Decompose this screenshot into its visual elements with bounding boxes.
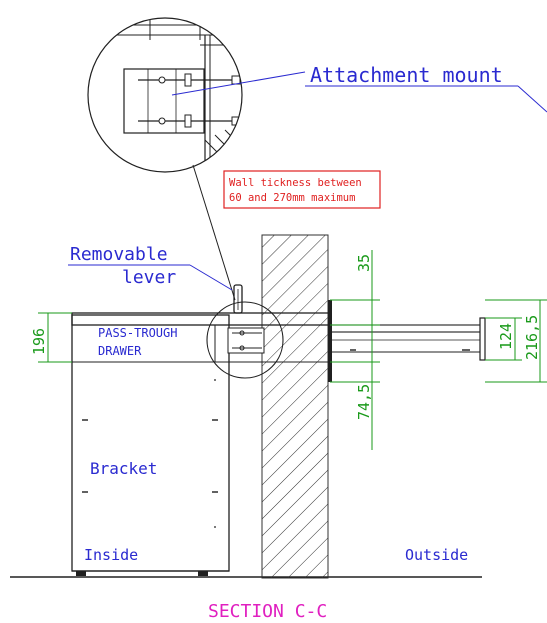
wall-thickness-line-1: Wall tickness between bbox=[229, 177, 362, 189]
dim-vertical-gaps: 35 74,5 bbox=[330, 250, 380, 450]
dim-124-text: 124 bbox=[497, 323, 515, 350]
dim-drawer-height: 196 bbox=[30, 312, 72, 363]
dim-74-5-text: 74,5 bbox=[355, 384, 373, 420]
section-title: SECTION C-C bbox=[208, 601, 327, 622]
detail-leader bbox=[192, 164, 236, 301]
drawer-label-line-2: DRAWER bbox=[98, 344, 142, 358]
dim-196-text: 196 bbox=[30, 328, 48, 355]
removable-lever-annotation: Removable lever bbox=[68, 244, 233, 291]
bracket-label: Bracket bbox=[90, 459, 157, 478]
drawer-label-line-1: PASS-TROUGH bbox=[98, 326, 177, 340]
removable-lever-line-1: Removable bbox=[70, 244, 168, 265]
attachment-mount-label: Attachment mount bbox=[310, 63, 503, 87]
dim-216-5-text: 216,5 bbox=[523, 315, 541, 360]
bracket-cabinet bbox=[71, 314, 230, 576]
wall bbox=[261, 234, 329, 579]
inside-label: Inside bbox=[84, 546, 138, 564]
wall-thickness-line-2: 60 and 270mm maximum bbox=[229, 192, 355, 204]
telescopic-rail bbox=[328, 300, 486, 382]
detail-circle-large bbox=[87, 17, 243, 173]
detail-circle-small bbox=[206, 301, 284, 379]
dim-right: 124 216,5 bbox=[485, 299, 547, 383]
attachment-mount-leader bbox=[171, 71, 547, 113]
mount-detail-small bbox=[227, 327, 265, 354]
removable-lever-line-2: lever bbox=[122, 267, 176, 288]
dim-35-text: 35 bbox=[355, 254, 373, 272]
removable-lever bbox=[233, 284, 243, 314]
outside-label: Outside bbox=[405, 546, 468, 564]
wall-thickness-note: Wall tickness between 60 and 270mm maxim… bbox=[223, 170, 381, 209]
